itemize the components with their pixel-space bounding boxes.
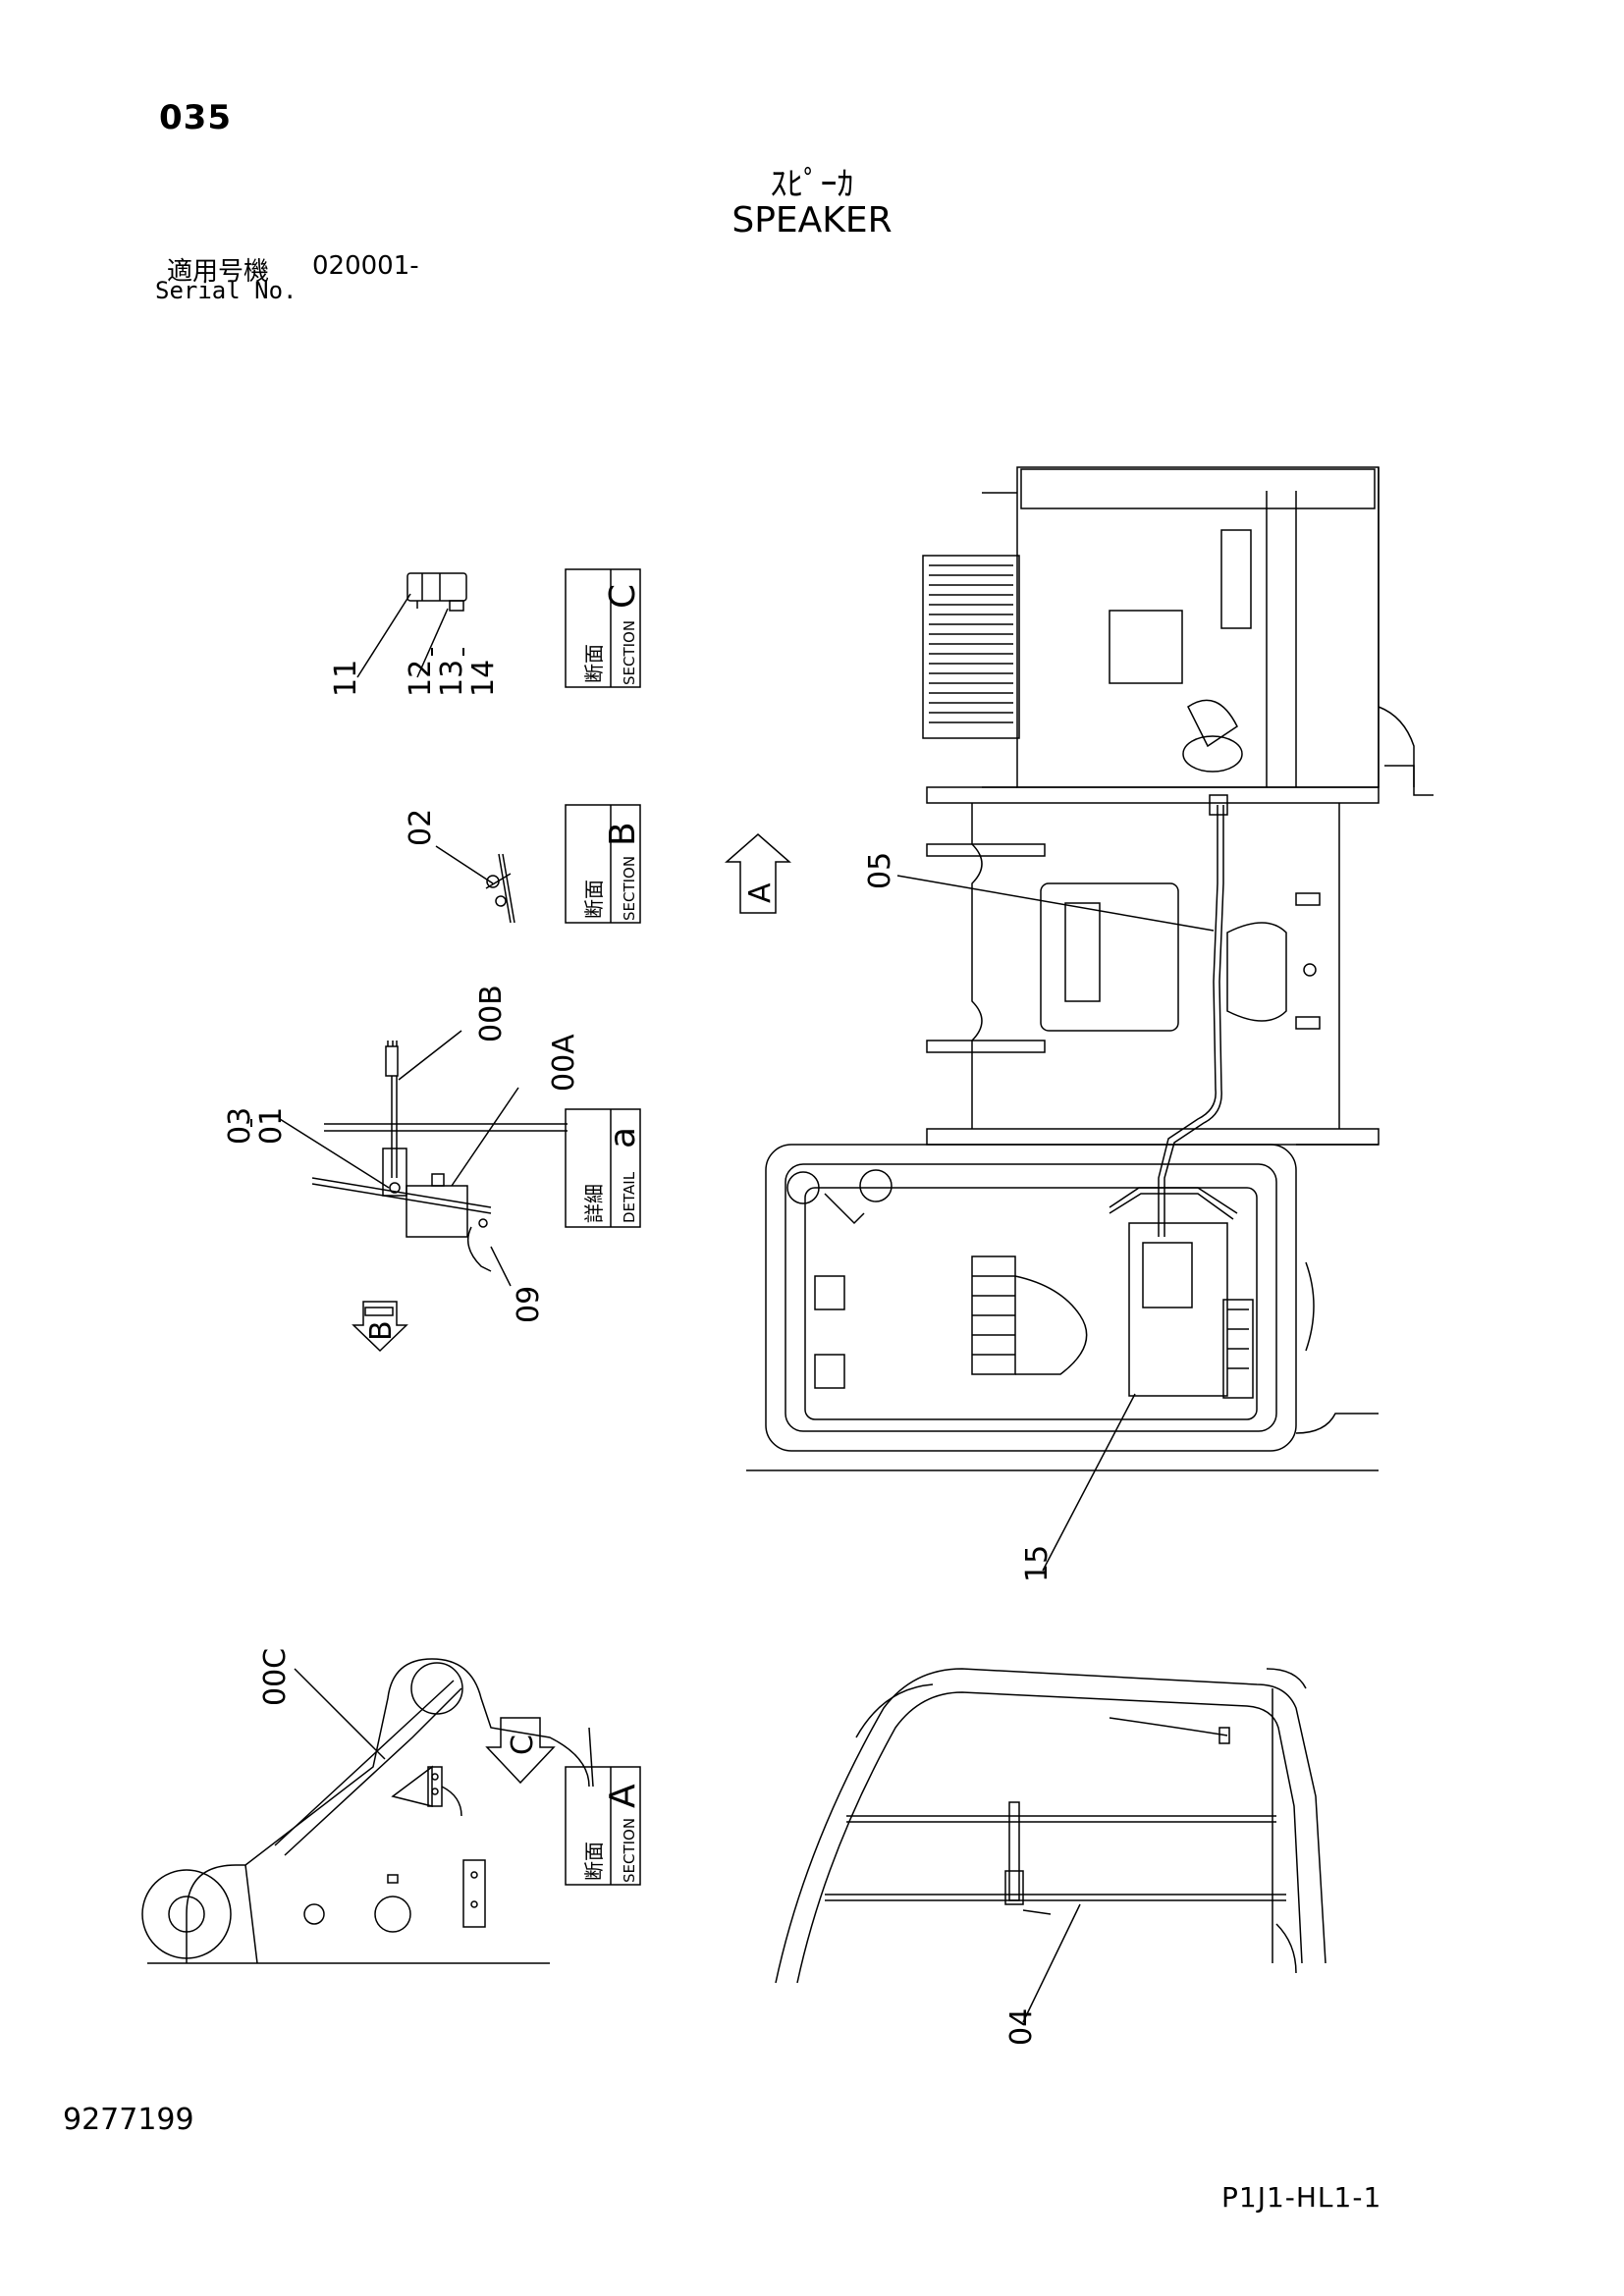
view-arrow-c <box>485 1717 556 1785</box>
view-arrow-a <box>725 833 791 914</box>
illustration-code: P1J1-HL1-1 <box>1221 2181 1382 2214</box>
section-a-en: SECTION <box>621 1818 638 1883</box>
leader-05 <box>896 875 1215 932</box>
detail-a-jp: 詳細 <box>582 1184 606 1223</box>
section-c-en: SECTION <box>621 620 638 685</box>
detail-a-box <box>565 1108 641 1228</box>
section-c-letter: C <box>603 584 643 609</box>
section-b-jp: 断面 <box>582 880 606 919</box>
leader-09 <box>490 1246 512 1287</box>
leader-11 <box>356 593 411 678</box>
detail-a-letter: a <box>603 1127 643 1148</box>
title-japanese: ｽﾋﾟｰｶ <box>770 165 854 204</box>
callout-02: 02 <box>404 809 438 846</box>
section-c-part <box>406 572 467 612</box>
leader-15 <box>1042 1393 1136 1572</box>
leader-12 <box>416 608 449 678</box>
callout-14: 14 <box>466 660 501 697</box>
callout-12: 12 <box>404 660 438 697</box>
section-a-box <box>565 1766 641 1886</box>
section-b-box <box>565 804 641 924</box>
serial-label-japanese: 適用号機 <box>167 257 270 287</box>
callout-09: 09 <box>512 1286 546 1323</box>
callout-04: 04 <box>1004 2008 1039 2046</box>
leader-02 <box>435 845 494 884</box>
callout-11: 11 <box>329 660 363 697</box>
leader-00A <box>451 1087 519 1187</box>
leader-04 <box>1022 1903 1081 2023</box>
arrow-c-letter: C <box>506 1735 540 1755</box>
section-a-letter: A <box>603 1784 643 1808</box>
callout-00A: 00A <box>547 1034 581 1092</box>
machine-plan-view <box>746 466 1434 1471</box>
section-a-jp: 断面 <box>582 1842 606 1881</box>
document-number: 9277199 <box>63 2103 194 2137</box>
callout-13: 13 <box>435 660 469 697</box>
section-c-box <box>565 568 641 688</box>
leader-01 <box>279 1118 390 1189</box>
section-a-part <box>141 1658 594 1964</box>
section-b-part <box>485 853 515 924</box>
view-arrow-b <box>352 1301 408 1353</box>
arrow-b-letter: B <box>364 1320 399 1341</box>
callout-05: 05 <box>863 852 897 889</box>
leader-00B <box>398 1030 462 1081</box>
section-c-jp: 断面 <box>582 644 606 683</box>
arrow-a-letter: A <box>743 882 778 903</box>
serial-number-value: 020001- <box>312 251 419 281</box>
callout-00B: 00B <box>474 985 509 1042</box>
callout-00C: 00C <box>258 1648 293 1706</box>
cab-frame-view <box>775 1668 1326 1984</box>
callout-15: 15 <box>1020 1545 1055 1582</box>
section-b-en: SECTION <box>621 856 638 921</box>
leader-00C <box>294 1668 386 1760</box>
serial-label: Serial No. <box>155 277 298 304</box>
section-b-letter: B <box>603 822 643 846</box>
page-title: SPEAKER <box>731 200 893 240</box>
callout-01: 01 <box>254 1107 289 1145</box>
detail-a-part <box>311 1041 568 1272</box>
detail-a-en: DETAIL <box>621 1171 638 1223</box>
page-number: 035 <box>159 98 232 137</box>
